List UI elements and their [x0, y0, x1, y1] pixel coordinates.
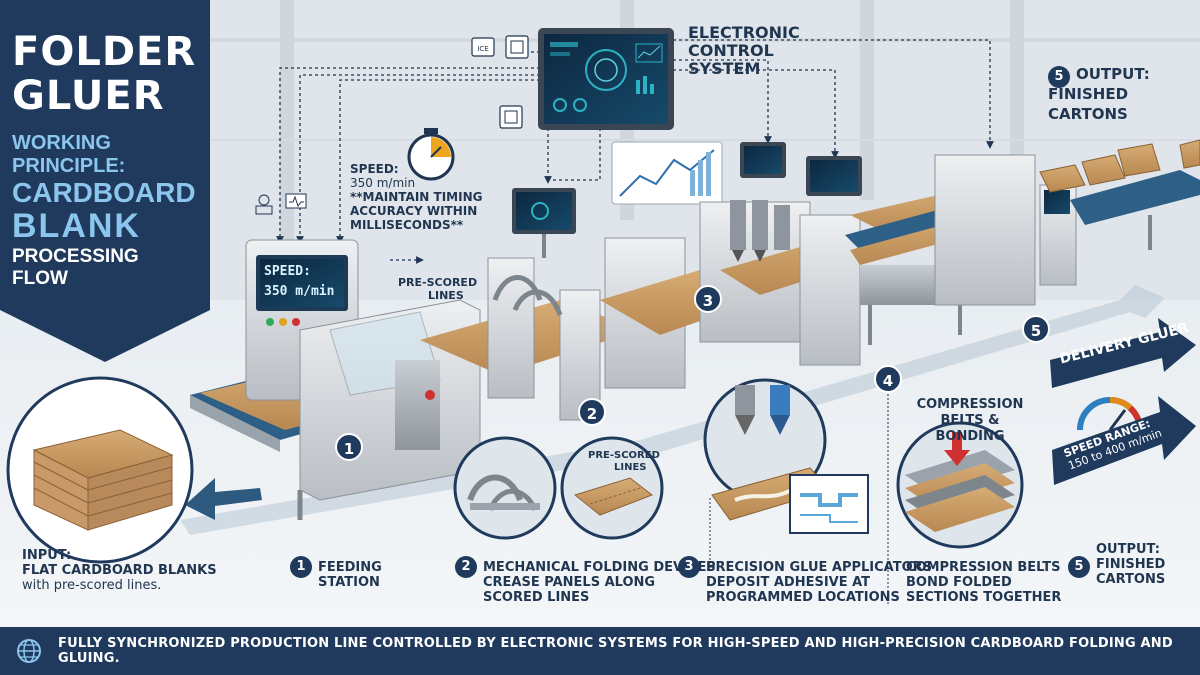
- caption-feeding-line-2: STATION: [318, 575, 380, 590]
- caption-output-line-3: CARTONS: [1096, 572, 1166, 587]
- output-top-line-1: OUTPUT:: [1076, 65, 1150, 83]
- caption-folding-line-3: SCORED LINES: [483, 590, 590, 605]
- speed-note-line-5: MILLISECONDS**: [350, 218, 464, 232]
- station-badge-5: 5: [1022, 315, 1050, 343]
- prescored-lines-label-inset: PRE-SCORED LINES: [588, 450, 660, 474]
- compression-top-line-2: BELTS & BONDING: [935, 413, 1005, 444]
- caption-glue-badge: 3: [678, 556, 700, 578]
- caption-glue-line-3: PROGRAMMED LOCATIONS: [706, 590, 900, 605]
- compression-belts-label: COMPRESSION BELTS & BONDING: [910, 397, 1030, 445]
- subtitle-line-3: BLANK: [12, 207, 141, 245]
- folding-inset-1: [453, 436, 557, 540]
- station-badge-2: 2: [578, 398, 606, 426]
- chip-label: ICE: [477, 45, 488, 53]
- speed-note-line-4: ACCURACY WITHIN: [350, 204, 478, 218]
- compression-belt-machine: [845, 154, 1077, 345]
- glue-pattern-panel: [789, 474, 869, 534]
- control-system-monitor: [538, 28, 674, 130]
- speed-note-line-3: **MAINTAIN TIMING: [350, 190, 483, 204]
- delivery-arrows: [1050, 318, 1196, 485]
- subtitle-line-1: WORKING PRINCIPLE:: [12, 132, 126, 177]
- feeder-screen-text: SPEED: 350 m/min: [264, 262, 344, 302]
- prescored-top-line-2: LINES: [428, 289, 464, 302]
- prescored-lines-label-top: PRE-SCORED LINES: [398, 276, 477, 302]
- caption-feeding-line-1: FEEDING: [318, 560, 382, 575]
- caption-input-line-3: with pre-scored lines.: [22, 578, 162, 593]
- compression-inset: [896, 421, 1024, 549]
- flat-blanks-stack: [6, 376, 194, 564]
- stopwatch-icon: [407, 128, 455, 181]
- caption-compression-line-3: SECTIONS TOGETHER: [906, 590, 1062, 605]
- caption-glue-line-1: PRECISION GLUE APPLICATORS: [706, 560, 933, 575]
- caption-folding-line-1: MECHANICAL FOLDING DEVICES: [483, 560, 716, 575]
- speed-note-line-2: 350 m/min: [350, 176, 416, 190]
- caption-input: INPUT: FLAT CARDBOARD BLANKS with pre-sc…: [22, 548, 217, 593]
- caption-output: OUTPUT: FINISHED CARTONS: [1096, 542, 1165, 587]
- control-label-line-2: SYSTEM: [688, 59, 761, 78]
- caption-compression: COMPRESSION BELTS BOND FOLDED SECTIONS T…: [906, 560, 1061, 605]
- subtitle-line-4: PROCESSING FLOW: [12, 246, 139, 289]
- prescored-inset-line-1: PRE-SCORED: [588, 450, 660, 461]
- caption-feeding: FEEDING STATION: [318, 560, 382, 590]
- caption-output-badge: 5: [1068, 556, 1090, 578]
- folding-inset-2: [560, 436, 664, 540]
- prescored-inset-line-2: LINES: [614, 462, 647, 473]
- feeder-screen-line-2: 350 m/min: [264, 284, 335, 299]
- device-icons: [255, 193, 307, 215]
- caption-glue: PRECISION GLUE APPLICATORS DEPOSIT ADHES…: [706, 560, 932, 605]
- control-label-line-1: ELECTRONIC CONTROL: [688, 23, 800, 60]
- chip-icon: ICE: [471, 35, 529, 129]
- footer-text: FULLY SYNCHRONIZED PRODUCTION LINE CONTR…: [58, 636, 1173, 666]
- prescored-top-line-1: PRE-SCORED: [398, 276, 478, 289]
- title-line-1: FOLDER: [12, 29, 197, 75]
- caption-feeding-badge: 1: [290, 556, 312, 578]
- caption-glue-line-2: DEPOSIT ADHESIVE AT: [706, 575, 871, 590]
- compression-top-line-1: COMPRESSION: [916, 397, 1024, 412]
- output-conveyor: [1039, 139, 1200, 250]
- folding-section-machine: [420, 188, 760, 421]
- footer-banner: FULLY SYNCHRONIZED PRODUCTION LINE CONTR…: [0, 627, 1200, 675]
- output-top-label: OUTPUT: FINISHED CARTONS: [1048, 64, 1200, 124]
- caption-folding-badge: 2: [455, 556, 477, 578]
- output-step-badge-top: 5: [1048, 66, 1070, 88]
- caption-folding-line-2: CREASE PANELS ALONG: [483, 575, 656, 590]
- globe-icon: [17, 639, 41, 663]
- output-top-line-2: FINISHED CARTONS: [1048, 85, 1129, 123]
- station-badge-1: 1: [335, 433, 363, 461]
- title-line-2: GLUER: [12, 73, 165, 119]
- subtitle-line-2: CARDBOARD: [12, 177, 196, 208]
- glue-applicator-machine: [699, 142, 900, 366]
- station-badge-3: 3: [694, 285, 722, 313]
- caption-output-line-2: FINISHED: [1096, 557, 1166, 572]
- caption-input-line-1: INPUT:: [22, 548, 72, 563]
- analytics-chart-board: [611, 141, 723, 205]
- speed-note: SPEED: 350 m/min **MAINTAIN TIMING ACCUR…: [350, 162, 525, 232]
- caption-compression-line-1: COMPRESSION BELTS: [906, 560, 1061, 575]
- speed-note-line-1: SPEED:: [350, 162, 399, 176]
- feeder-screen-line-1: SPEED:: [264, 264, 311, 279]
- caption-input-line-2: FLAT CARDBOARD BLANKS: [22, 563, 217, 578]
- caption-output-line-1: OUTPUT:: [1096, 542, 1160, 557]
- station-badge-4: 4: [874, 365, 902, 393]
- flow-arrow-floor: [180, 285, 1165, 535]
- input-arrow-icon: [185, 478, 262, 520]
- control-system-label: ELECTRONIC CONTROL SYSTEM: [688, 24, 888, 78]
- caption-compression-line-2: BOND FOLDED: [906, 575, 1012, 590]
- caption-folding: MECHANICAL FOLDING DEVICES CREASE PANELS…: [483, 560, 716, 605]
- title-panel: FOLDER GLUER WORKING PRINCIPLE: CARDBOAR…: [0, 0, 210, 362]
